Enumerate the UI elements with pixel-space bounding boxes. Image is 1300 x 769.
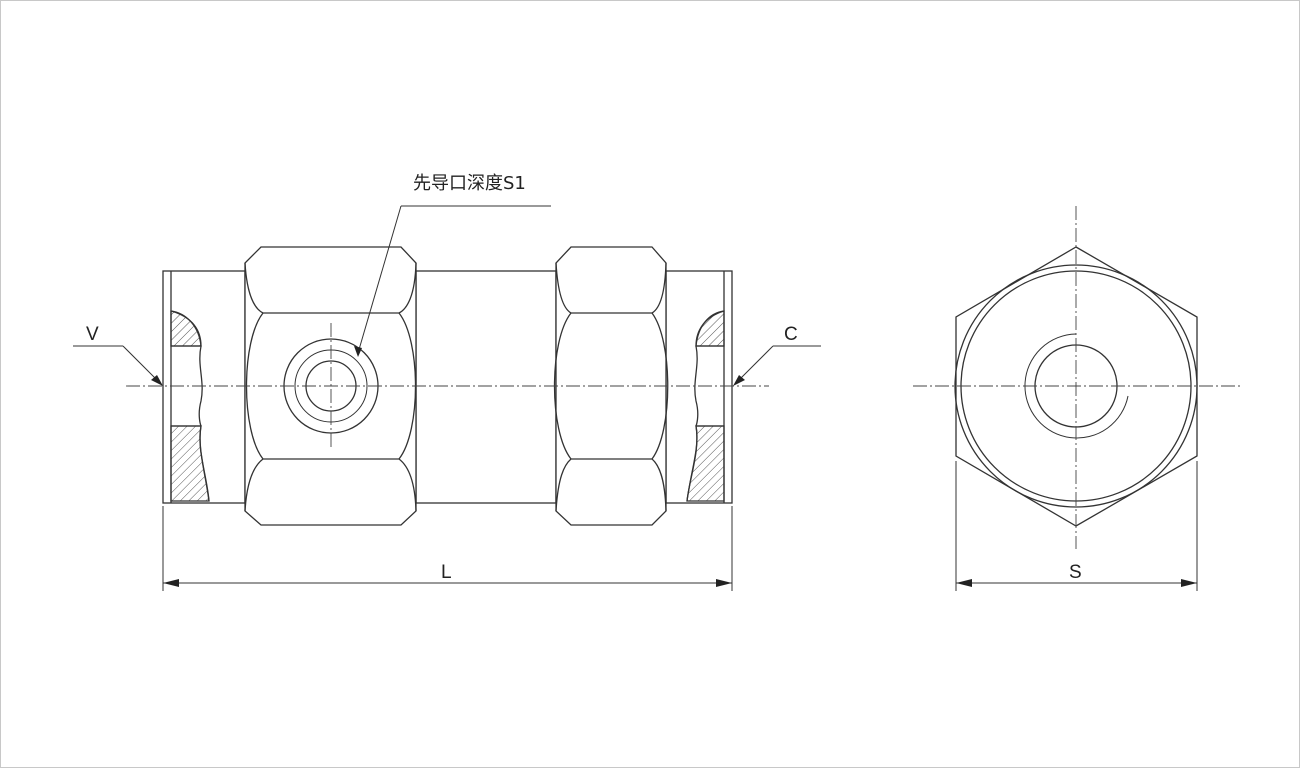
c-leader [736,345,821,383]
v-label: V [86,324,99,345]
side-view [162,246,733,526]
l-label: L [441,562,452,583]
c-label: C [784,324,798,345]
right-bore-contour [686,310,725,502]
thread-arc [1024,333,1129,439]
v-leader-arrow [151,375,163,386]
s-label: S [1069,562,1082,583]
pilot-port-depth-label: 先导口深度S1 [413,173,526,194]
pilot-leader [357,205,551,354]
middle-body [415,270,557,504]
left-bore-contour [170,310,210,502]
v-leader [73,345,160,383]
end-centerlines [913,206,1241,549]
hex-chamfer-circle [954,264,1198,508]
l-arrow-left [163,579,179,587]
c-leader-arrow [733,375,745,386]
l-dimension [162,506,733,591]
l-arrow-right [716,579,732,587]
side-centerlines [126,323,769,449]
s-dimension [955,461,1198,591]
pilot-leader-arrow [354,346,362,357]
s-arrow-right [1181,579,1197,587]
s-arrow-left [956,579,972,587]
hex-outline [955,246,1198,527]
